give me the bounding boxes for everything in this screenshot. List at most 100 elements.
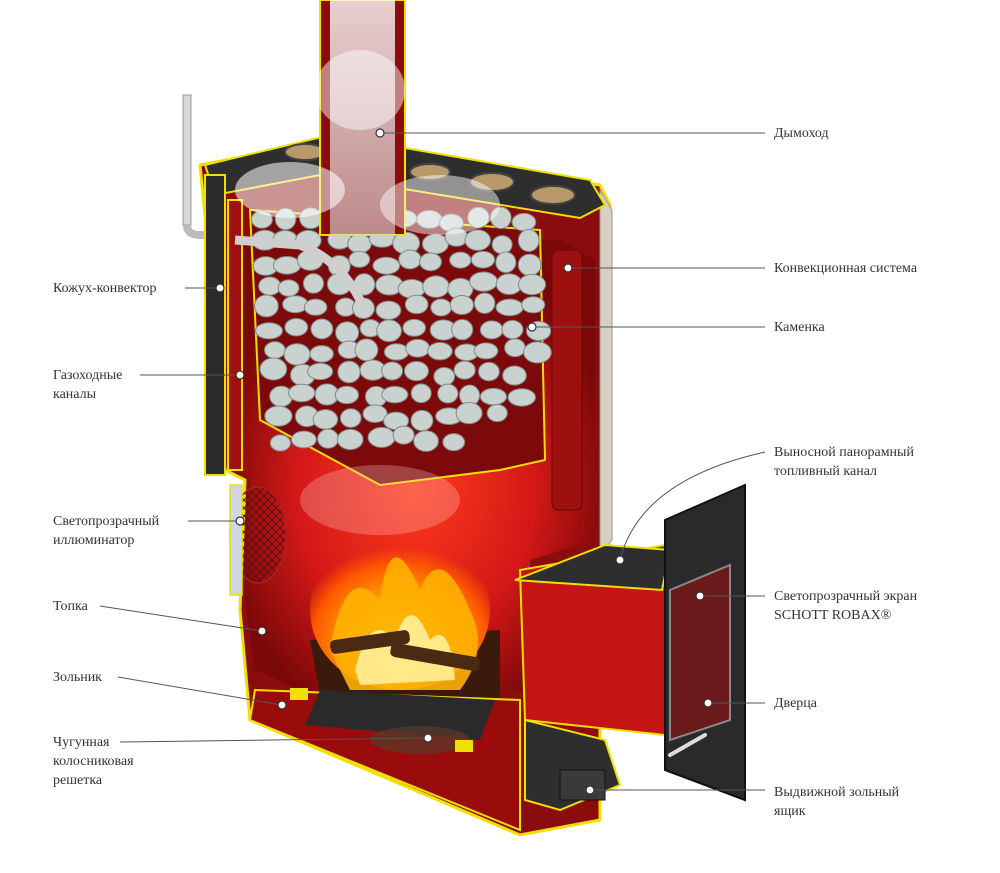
stone <box>347 233 372 254</box>
stone <box>367 426 396 448</box>
stone <box>511 212 537 232</box>
stone <box>284 318 309 337</box>
stone <box>336 428 364 451</box>
stone <box>479 320 504 340</box>
stone <box>375 300 402 320</box>
stone <box>451 319 474 341</box>
stone <box>479 387 507 406</box>
stone <box>312 409 339 430</box>
stone <box>477 361 500 382</box>
stone <box>376 319 402 343</box>
label-door: Дверца <box>774 696 817 711</box>
stone <box>269 434 291 452</box>
stone <box>392 425 415 445</box>
stone <box>254 294 279 318</box>
stone <box>403 360 429 382</box>
stone <box>410 383 432 404</box>
stone <box>255 322 283 340</box>
stone <box>310 318 334 340</box>
stone <box>421 233 449 255</box>
stone <box>467 206 490 229</box>
stone <box>427 342 453 361</box>
stone <box>470 250 496 269</box>
stone <box>335 321 360 344</box>
stone <box>317 428 339 449</box>
leader-lines <box>99 132 766 791</box>
stone <box>309 345 334 363</box>
fuel-channel <box>514 543 672 737</box>
stone <box>264 405 293 427</box>
door <box>664 483 746 802</box>
marker-convection <box>563 263 573 273</box>
convector-pipe <box>182 94 215 239</box>
stone <box>521 296 546 314</box>
stone <box>383 343 410 361</box>
stone <box>502 365 527 386</box>
stone <box>334 385 360 405</box>
marker-chimney <box>375 128 385 138</box>
stone <box>523 341 552 364</box>
label-convection-system: Конвекционная система <box>774 261 918 276</box>
stone <box>433 366 456 387</box>
stone <box>517 273 547 296</box>
stone <box>469 271 498 292</box>
label-gas-channels: Газоходные каналы <box>53 368 123 402</box>
illuminator <box>229 484 287 596</box>
label-casing-convector: Кожух-конвектор <box>53 281 157 296</box>
stone <box>442 433 466 452</box>
stone <box>422 275 450 298</box>
stone <box>290 430 317 449</box>
stone <box>449 294 474 316</box>
marker-stone-chamber <box>527 322 537 332</box>
stone <box>337 360 361 384</box>
stone <box>398 249 422 270</box>
stone <box>489 206 512 230</box>
stone <box>413 430 439 452</box>
stone <box>362 404 388 423</box>
stone <box>397 278 426 299</box>
marker-door <box>703 698 713 708</box>
marker-ash-drawer <box>585 785 595 795</box>
label-glass-screen: Светопрозрачный экран SCHOTT ROBAX® <box>774 589 918 623</box>
stone <box>264 341 286 359</box>
steam <box>235 50 500 535</box>
stone <box>354 338 379 362</box>
marker-glass-screen <box>695 591 705 601</box>
label-stone-chamber: Каменка <box>774 320 825 335</box>
stone <box>473 292 496 314</box>
label-ashpit: Зольник <box>53 670 102 685</box>
fire <box>310 530 500 700</box>
stone <box>449 251 472 269</box>
stone <box>381 385 409 404</box>
label-remote-fuel-channel: Выносной панорамный топливный канал <box>774 445 914 479</box>
stone <box>507 388 536 407</box>
stone <box>453 360 476 380</box>
stone <box>277 279 300 297</box>
stone <box>517 229 540 253</box>
stone <box>495 251 517 274</box>
gas-channels <box>204 174 243 476</box>
stone <box>302 273 325 294</box>
stone <box>307 362 334 381</box>
marker-grate <box>423 733 433 743</box>
label-illuminator: Светопрозрачный иллюминатор <box>53 514 160 548</box>
stone <box>402 318 426 337</box>
stone <box>288 383 316 403</box>
stone <box>504 338 526 358</box>
stone <box>372 256 401 275</box>
stone <box>455 401 483 425</box>
stone <box>419 252 442 272</box>
stone <box>405 338 431 358</box>
marker-fuel-channel <box>615 555 625 565</box>
stone <box>339 408 362 428</box>
stone <box>348 250 371 268</box>
stone <box>283 343 311 366</box>
label-firebox: Топка <box>53 599 88 614</box>
marker-firebox <box>257 626 267 636</box>
stone <box>495 298 524 317</box>
marker-gas-channels <box>235 370 245 380</box>
label-ash-drawer: Выдвижной зольный ящик <box>774 785 900 819</box>
label-chimney: Дымоход <box>774 126 829 141</box>
stone <box>282 295 309 314</box>
ashpit <box>248 688 521 832</box>
